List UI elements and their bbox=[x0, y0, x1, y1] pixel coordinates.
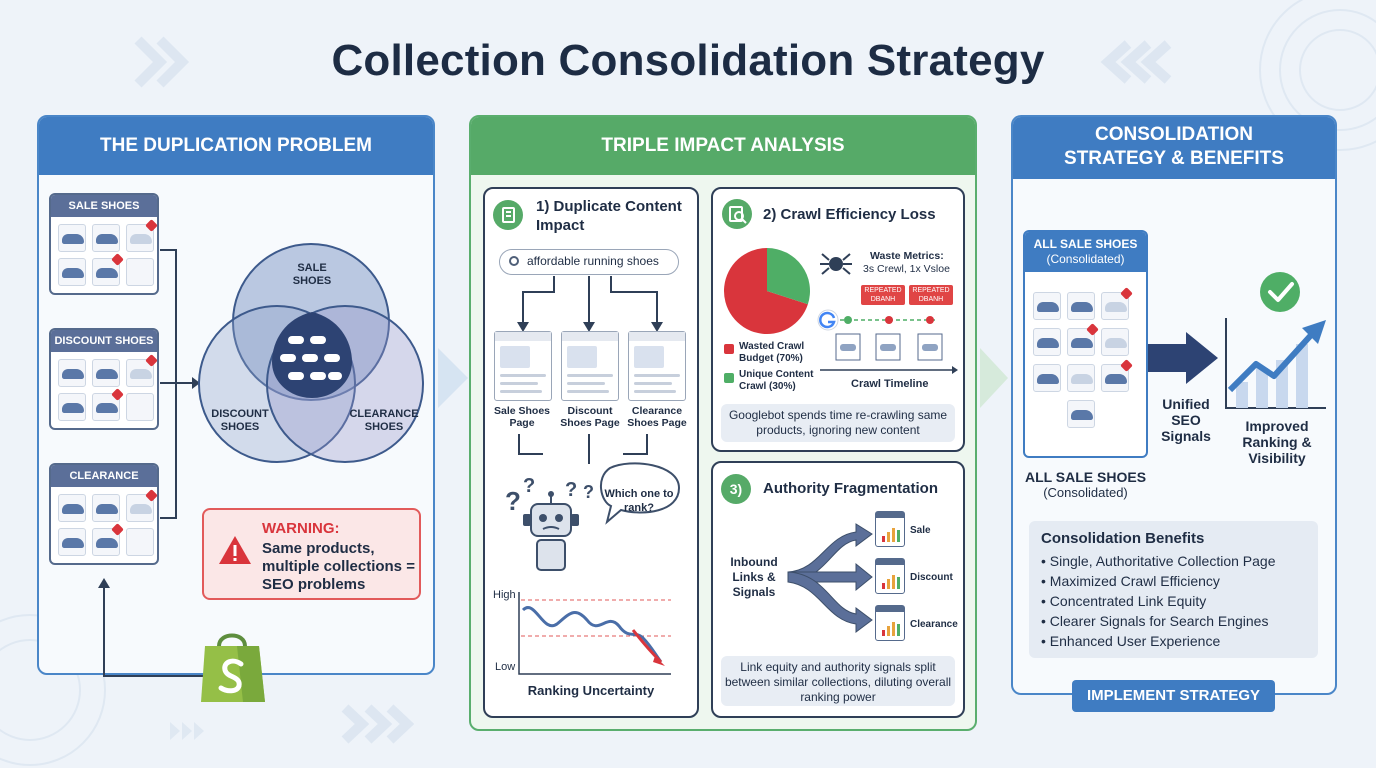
benefits-title: Consolidation Benefits bbox=[1041, 530, 1205, 547]
legend-wasted-label: Wasted Crawl Budget (70%) bbox=[739, 341, 805, 364]
left-connectors bbox=[98, 249, 208, 677]
crawl-timeline-label: Crawl Timeline bbox=[851, 378, 929, 390]
repeated-tag-2: REPEATED DBANH bbox=[909, 285, 953, 305]
benefit-item: • Enhanced User Experience bbox=[1041, 633, 1221, 649]
target-label-clearance: Clearance bbox=[910, 619, 958, 630]
implement-strategy-button[interactable]: IMPLEMENT STRATEGY bbox=[1072, 680, 1275, 712]
warning-box: WARNING: Same products, multiple collect… bbox=[202, 508, 421, 600]
page-label-discount: Discount Shoes Page bbox=[560, 405, 620, 429]
chart-high-label: High bbox=[493, 589, 516, 601]
shopify-bag-icon bbox=[201, 633, 265, 702]
consolidation-benefits-box: Consolidation Benefits • Single, Authori… bbox=[1029, 521, 1318, 658]
discount-shoes-page-thumbnail bbox=[561, 331, 619, 401]
ranking-uncertainty-chart bbox=[518, 592, 671, 675]
target-label-sale: Sale bbox=[910, 525, 931, 536]
document-icon bbox=[493, 200, 523, 230]
spider-bot-icon bbox=[820, 253, 852, 275]
speech-bubble-text: Which one to rank? bbox=[604, 488, 674, 514]
svg-text:?: ? bbox=[505, 486, 521, 516]
confused-robot-icon: ? ? ? ? bbox=[505, 434, 681, 571]
discount-target-page bbox=[875, 558, 905, 594]
authority-fragmentation-note: Link equity and authority signals split … bbox=[721, 656, 955, 706]
duplication-problem-header: THE DUPLICATION PROBLEM bbox=[39, 117, 433, 175]
svg-text:?: ? bbox=[523, 475, 535, 497]
clearance-shoes-collection: CLEARANCE SHOES bbox=[49, 463, 159, 565]
discount-shoes-collection: DISCOUNT SHOES bbox=[49, 328, 159, 430]
header-line-1: CONSOLIDATION bbox=[1095, 124, 1253, 145]
warning-icon bbox=[219, 536, 251, 564]
ranking-uncertainty-label: Ranking Uncertainty bbox=[527, 683, 655, 698]
waste-metrics-title: Waste Metrics: bbox=[870, 250, 944, 262]
unified-signals-label: Unified SEO Signals bbox=[1161, 396, 1211, 444]
consolidated-collection-header: ALL SALE SHOES (Consolidated) bbox=[1025, 232, 1146, 272]
consolidation-strategy-header: CONSOLIDATION STRATEGY & BENEFITS bbox=[1013, 117, 1335, 179]
duplicate-content-title: 1) Duplicate Content Impact bbox=[536, 198, 682, 234]
svg-text:?: ? bbox=[565, 479, 577, 501]
benefit-item: • Maximized Crawl Efficiency bbox=[1041, 573, 1220, 589]
page-label-clearance: Clearance Shoes Page bbox=[627, 405, 687, 429]
benefit-item: • Clearer Signals for Search Engines bbox=[1041, 613, 1269, 629]
warning-title: WARNING: bbox=[262, 520, 340, 537]
sale-shoes-collection: SALE SHOES bbox=[49, 193, 159, 295]
venn-label-sale: SALE SHOES bbox=[292, 262, 332, 287]
chart-low-label: Low bbox=[495, 661, 516, 673]
authority-fragmentation-title: Authority Fragmentation bbox=[763, 480, 938, 497]
legend-unique-swatch bbox=[724, 373, 734, 383]
search-branch-arrows bbox=[517, 276, 663, 332]
consolidated-caption-sub: (Consolidated) bbox=[1043, 485, 1128, 500]
search-query-input: affordable running shoes bbox=[499, 249, 679, 275]
clearance-target-page bbox=[875, 605, 905, 641]
sale-shoes-page-thumbnail bbox=[494, 331, 552, 401]
magnifier-page-icon bbox=[722, 199, 752, 229]
consolidated-caption: ALL SALE SHOES bbox=[1024, 469, 1147, 485]
waste-metrics-subtitle: 3s Crewl, 1x Vsloe bbox=[863, 263, 950, 275]
fragmentation-arrows bbox=[787, 523, 873, 633]
growth-chart-icon bbox=[1225, 272, 1326, 409]
inbound-links-label: Inbound Links & Signals bbox=[730, 555, 778, 599]
crawl-efficiency-title: 2) Crawl Efficiency Loss bbox=[763, 206, 936, 223]
collection-title: SALE SHOES bbox=[51, 195, 157, 217]
consolidated-head-line-2: (Consolidated) bbox=[1046, 252, 1125, 266]
triple-impact-header: TRIPLE IMPACT ANALYSIS bbox=[471, 117, 975, 175]
venn-overlap-products bbox=[272, 312, 352, 398]
authority-badge: 3) bbox=[721, 474, 751, 504]
benefit-item: • Concentrated Link Equity bbox=[1041, 593, 1207, 609]
pie-slice-wasted bbox=[724, 248, 808, 334]
crawl-budget-pie-chart bbox=[724, 248, 810, 334]
consolidated-collection: ALL SALE SHOES (Consolidated) bbox=[1023, 230, 1148, 458]
page-label-sale: Sale Shoes Page bbox=[493, 405, 551, 429]
crawl-timeline-graphic bbox=[817, 309, 958, 374]
venn-label-discount: DISCOUNT SHOES bbox=[211, 408, 269, 433]
clearance-shoes-page-thumbnail bbox=[628, 331, 686, 401]
sale-target-page bbox=[875, 511, 905, 547]
svg-text:?: ? bbox=[583, 482, 594, 502]
page-title: Collection Consolidation Strategy bbox=[331, 36, 1045, 85]
benefit-item: • Single, Authoritative Collection Page bbox=[1041, 553, 1276, 569]
collection-title: DISCOUNT SHOES bbox=[51, 330, 157, 352]
legend-unique-label: Unique Content Crawl (30%) bbox=[739, 369, 814, 392]
header-line-2: STRATEGY & BENEFITS bbox=[1064, 148, 1284, 169]
warning-text: Same products, multiple collections = SE… bbox=[262, 540, 415, 593]
unify-arrow-icon bbox=[1148, 332, 1218, 384]
legend-wasted-swatch bbox=[724, 344, 734, 354]
venn-label-clearance: CLEARANCE SHOES bbox=[349, 408, 419, 433]
pie-slice-unique bbox=[767, 248, 810, 305]
crawl-efficiency-note: Googlebot spends time re-crawling same p… bbox=[721, 404, 955, 442]
repeated-tag-1: REPEATED DBANH bbox=[861, 285, 905, 305]
search-icon bbox=[509, 256, 519, 266]
search-query-text: affordable running shoes bbox=[527, 254, 659, 268]
consolidated-head-line-1: ALL SALE SHOES bbox=[1033, 237, 1138, 251]
target-label-discount: Discount bbox=[910, 572, 953, 583]
improved-ranking-label: Improved Ranking & Visibility bbox=[1242, 418, 1312, 466]
